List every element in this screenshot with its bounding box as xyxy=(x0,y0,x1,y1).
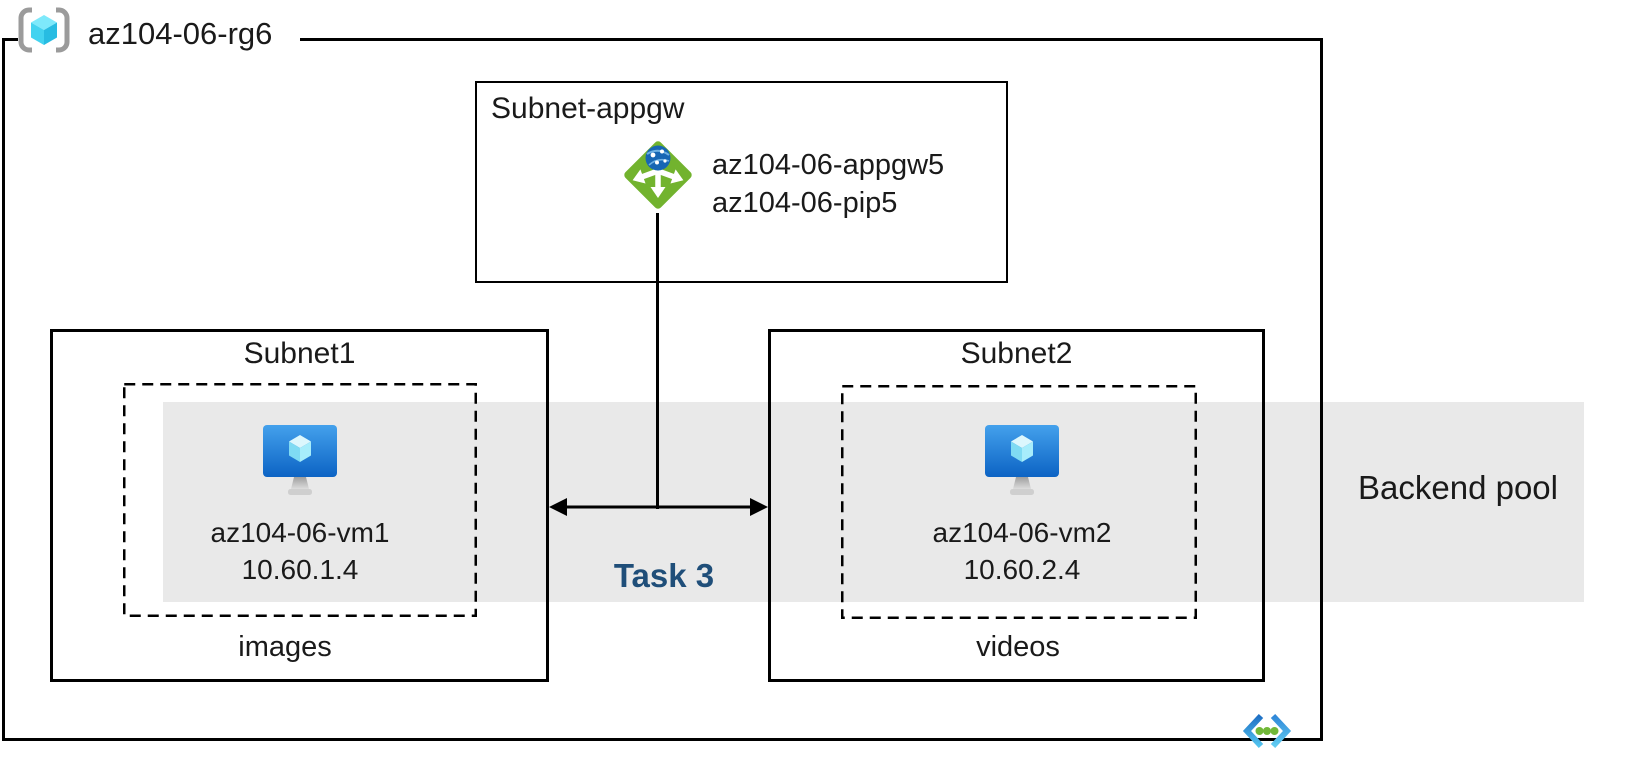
subnet2-box xyxy=(768,329,1265,682)
subnet2-title: Subnet2 xyxy=(960,337,1073,370)
subnet1-dashed-box xyxy=(123,383,477,617)
appgw-labels: az104-06-appgw5 az104-06-pip5 xyxy=(712,146,944,222)
subnet2-dashed-box xyxy=(841,385,1197,619)
task-label: Task 3 xyxy=(613,557,715,594)
subnet1-title: Subnet1 xyxy=(243,337,356,370)
virtual-machine-icon xyxy=(263,425,337,495)
appgw-subnet-title: Subnet-appgw xyxy=(491,92,685,125)
resource-group-box xyxy=(2,38,1323,741)
vm2-name: az104-06-vm2 xyxy=(932,517,1112,548)
vm2-ip: 10.60.2.4 xyxy=(963,554,1081,585)
virtual-network-icon xyxy=(1242,713,1292,749)
gateway-connector-line xyxy=(656,213,659,509)
subnet-double-arrow xyxy=(549,498,768,516)
vm1-labels: az104-06-vm1 10.60.1.4 xyxy=(150,514,450,588)
pip-name: az104-06-pip5 xyxy=(712,187,898,219)
vm1-name: az104-06-vm1 xyxy=(210,517,390,548)
vm2-labels: az104-06-vm2 10.60.2.4 xyxy=(872,514,1172,588)
resource-group-name: az104-06-rg6 xyxy=(88,16,273,51)
backend-pool-label: Backend pool xyxy=(1358,469,1558,506)
virtual-machine-icon xyxy=(985,425,1059,495)
appgw-name: az104-06-appgw5 xyxy=(712,149,945,181)
vm1-ip: 10.60.1.4 xyxy=(241,554,359,585)
application-gateway-icon xyxy=(624,141,692,209)
subnet1-storage-label: images xyxy=(238,631,332,663)
resource-group-icon xyxy=(18,7,70,53)
backend-pool-band xyxy=(163,402,1584,602)
subnet1-box xyxy=(50,329,549,682)
appgw-subnet-box xyxy=(475,81,1008,283)
subnet2-storage-label: videos xyxy=(976,631,1060,663)
resource-group-border-gap xyxy=(18,35,300,44)
